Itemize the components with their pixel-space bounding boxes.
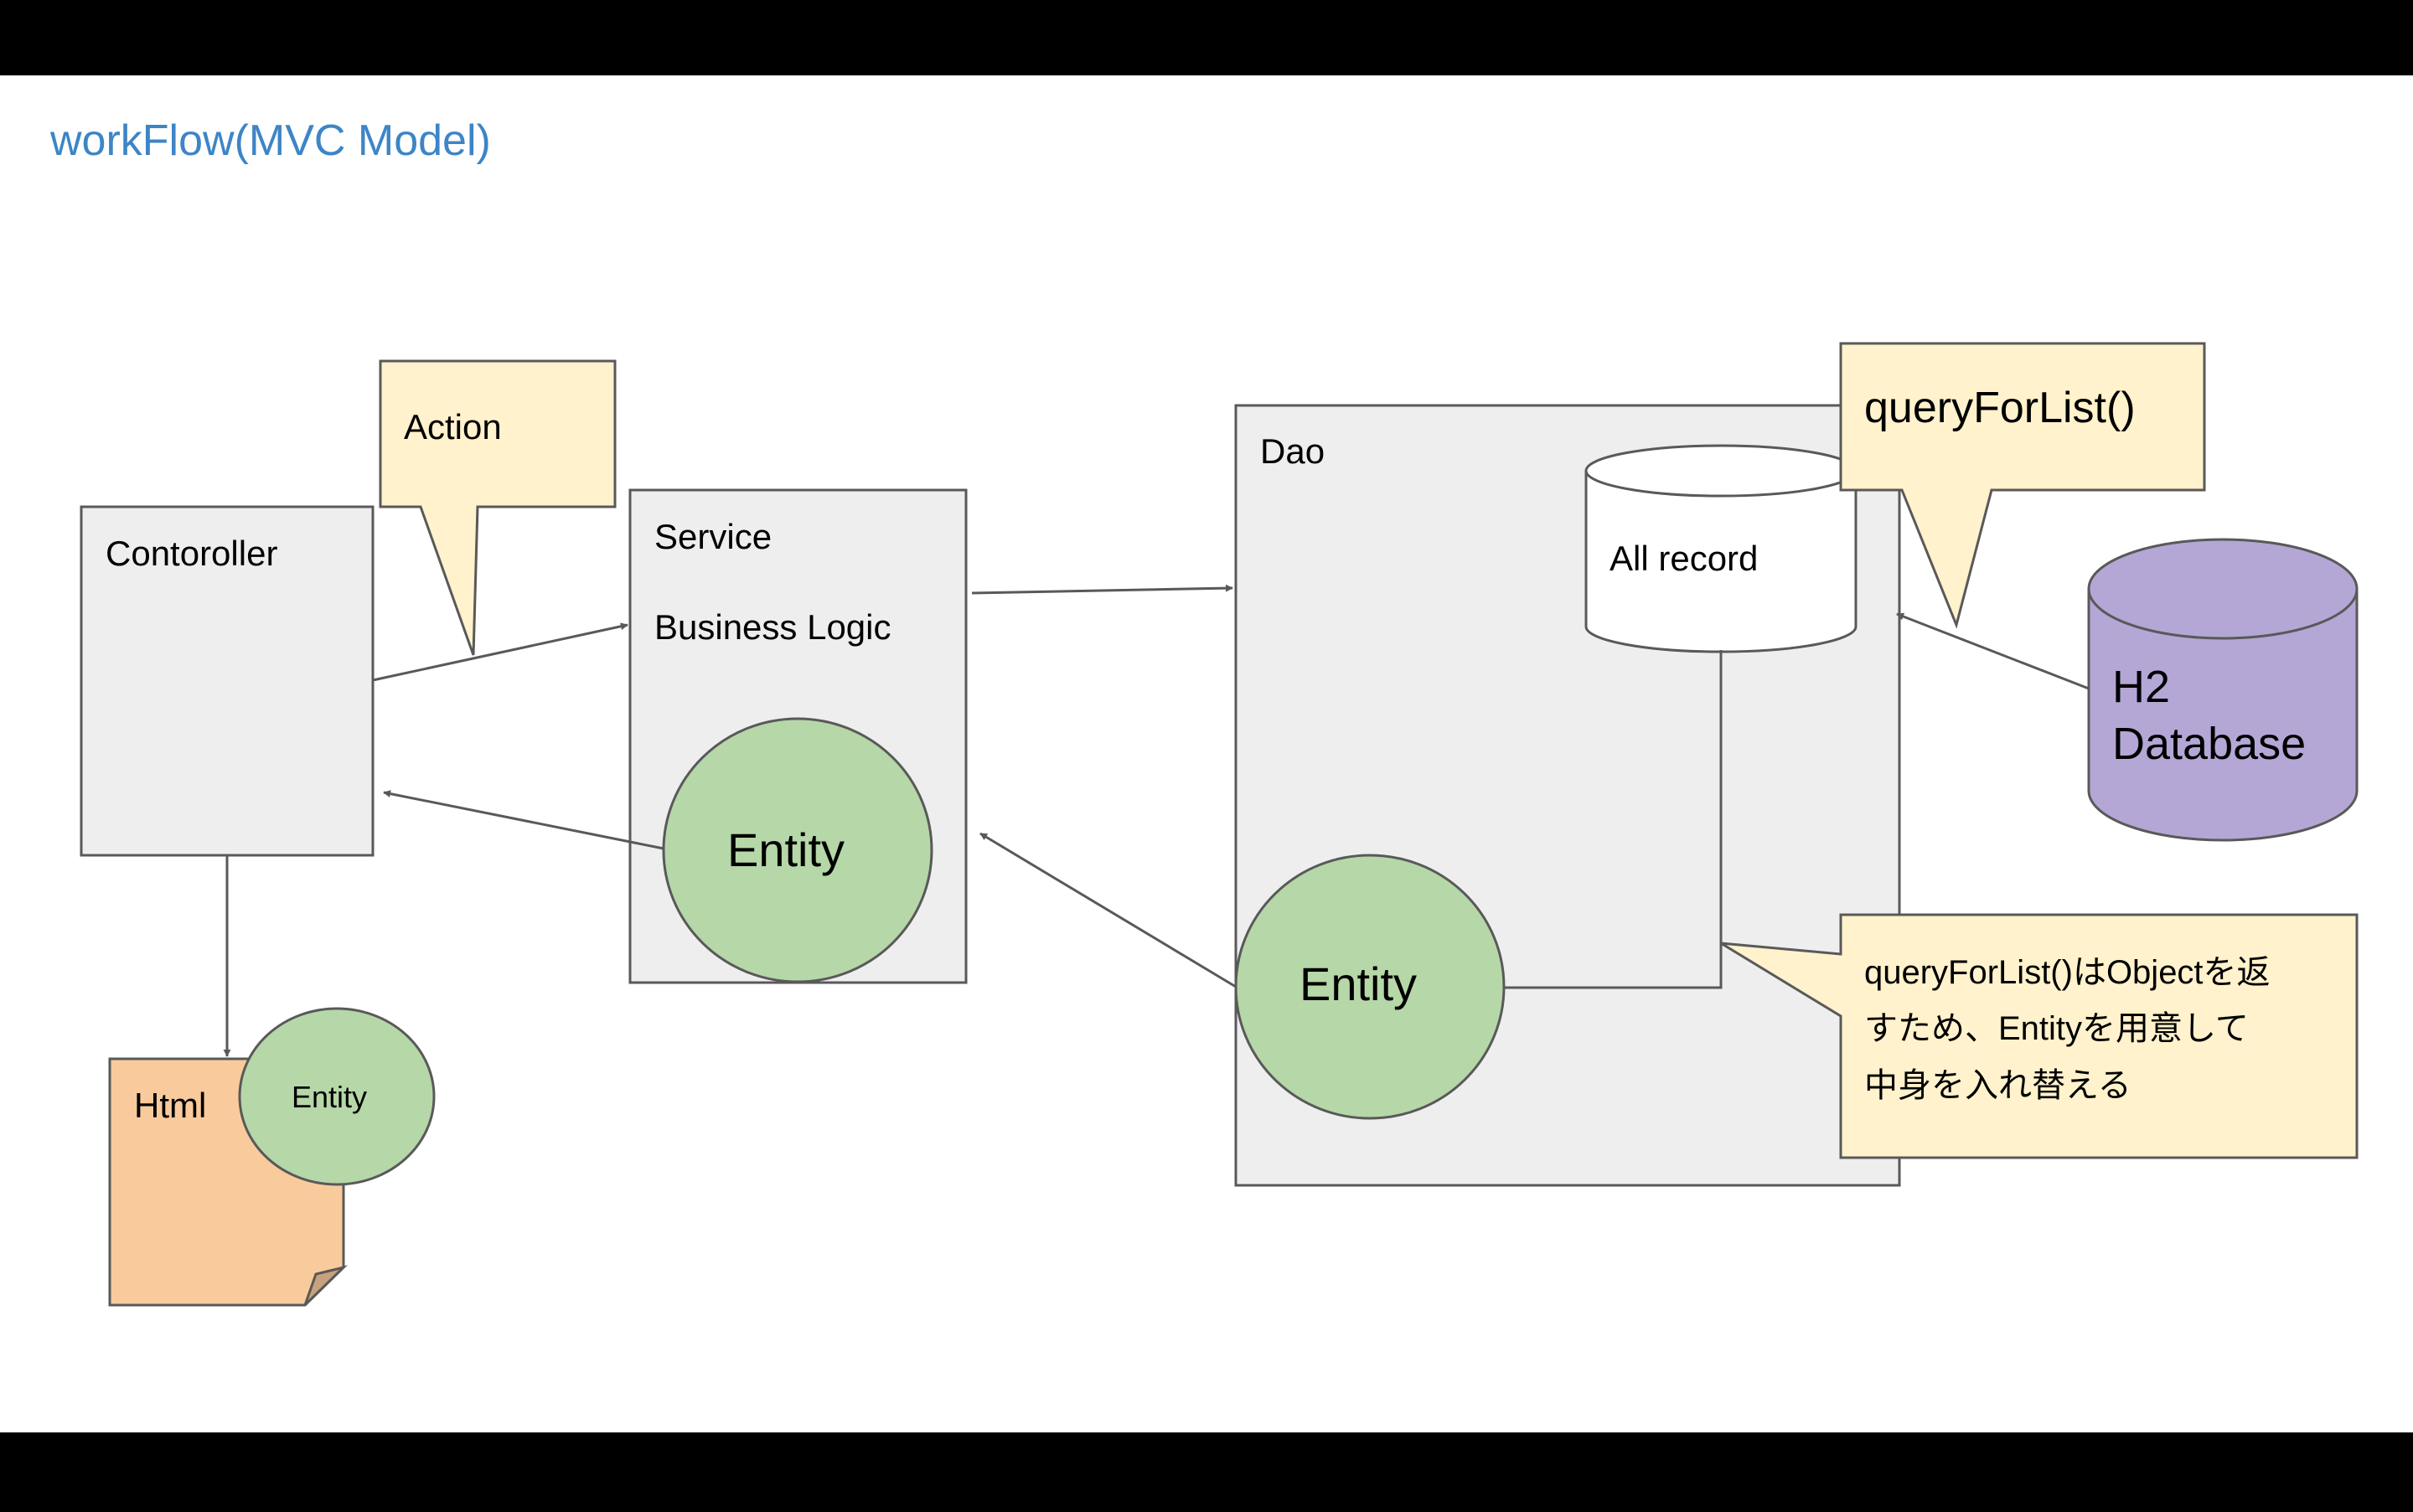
h2-label: H2 (2112, 662, 2170, 712)
note-callout-line-2: すため、Entityを用意して (1864, 1010, 2249, 1047)
h2-database-cylinder: H2 Database (2087, 538, 2359, 842)
action-callout: Action (379, 359, 617, 656)
arrow-service-entity-to-controller (383, 790, 664, 850)
controller-label: Contoroller (106, 534, 277, 573)
html-document-fold (303, 1265, 348, 1307)
html-entity-circle: Entity (238, 1007, 436, 1186)
arrow-database-to-dao (1896, 612, 2090, 690)
arrow-controller-to-service (372, 622, 628, 682)
dao-label: Dao (1260, 431, 1325, 471)
action-callout-text: Action (404, 407, 502, 446)
service-entity-label: Entity (727, 823, 845, 876)
business-logic-label: Business Logic (654, 607, 891, 647)
arrow-dao-entity-to-service (979, 832, 1237, 988)
html-label: Html (134, 1086, 206, 1125)
service-label: Service (654, 517, 772, 556)
service-entity-circle: Entity (662, 717, 933, 983)
slide-title: workFlow(MVC Model) (49, 116, 491, 165)
all-record-label: All record (1610, 539, 1758, 578)
note-callout-line-3: 中身を入れ替える (1864, 1067, 2131, 1104)
arrow-service-to-dao (971, 584, 1233, 595)
database-label: Database (2112, 719, 2306, 769)
query-for-list-callout: queryForList() (1839, 342, 2206, 629)
connector-allrecord-entity (1504, 650, 1723, 989)
note-callout-line-1: queryForList()はObjectを返 (1864, 954, 2271, 991)
all-record-cylinder: All record (1584, 444, 1858, 653)
html-entity-label: Entity (292, 1080, 367, 1114)
note-callout: queryForList()はObjectを返 すため、Entityを用意して … (1720, 913, 2359, 1159)
dao-entity-label: Entity (1300, 957, 1417, 1010)
controller-box: Contoroller (80, 505, 375, 857)
query-for-list-callout-text: queryForList() (1864, 384, 2136, 432)
dao-entity-circle: Entity (1234, 854, 1506, 1120)
slide-background (0, 75, 2413, 1432)
